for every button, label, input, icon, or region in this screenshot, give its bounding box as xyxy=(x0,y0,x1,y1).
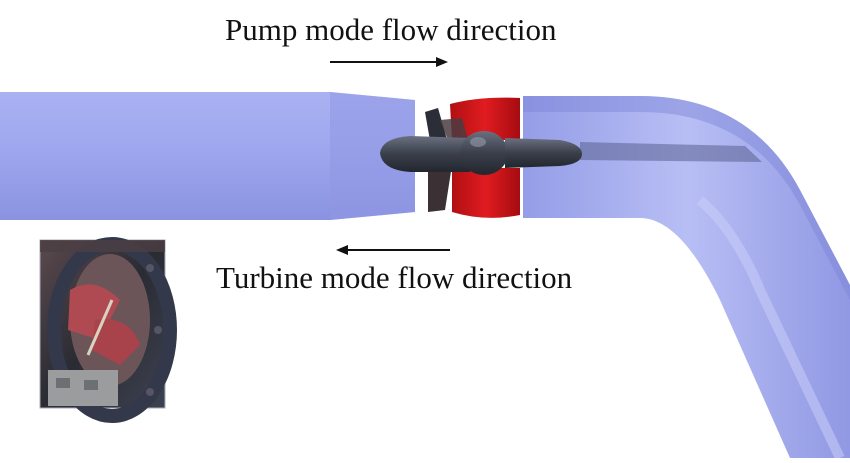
runner-blade-2 xyxy=(428,165,452,212)
guide-vane-lower xyxy=(452,168,520,218)
left-pipe xyxy=(0,92,415,220)
turbine-mode-label: Turbine mode flow direction xyxy=(216,260,573,295)
guide-vane-upper xyxy=(450,97,520,140)
arrow-right-icon xyxy=(330,57,448,67)
pump-mode-label: Pump mode flow direction xyxy=(225,12,557,47)
hub-nose xyxy=(380,136,470,172)
hub-tail xyxy=(505,138,582,168)
hub-ball xyxy=(460,131,508,175)
arrow-left-icon xyxy=(336,245,450,255)
prototype-photo xyxy=(39,237,177,423)
right-bend-pipe xyxy=(523,96,850,461)
pump-turbine-runner xyxy=(380,97,582,218)
